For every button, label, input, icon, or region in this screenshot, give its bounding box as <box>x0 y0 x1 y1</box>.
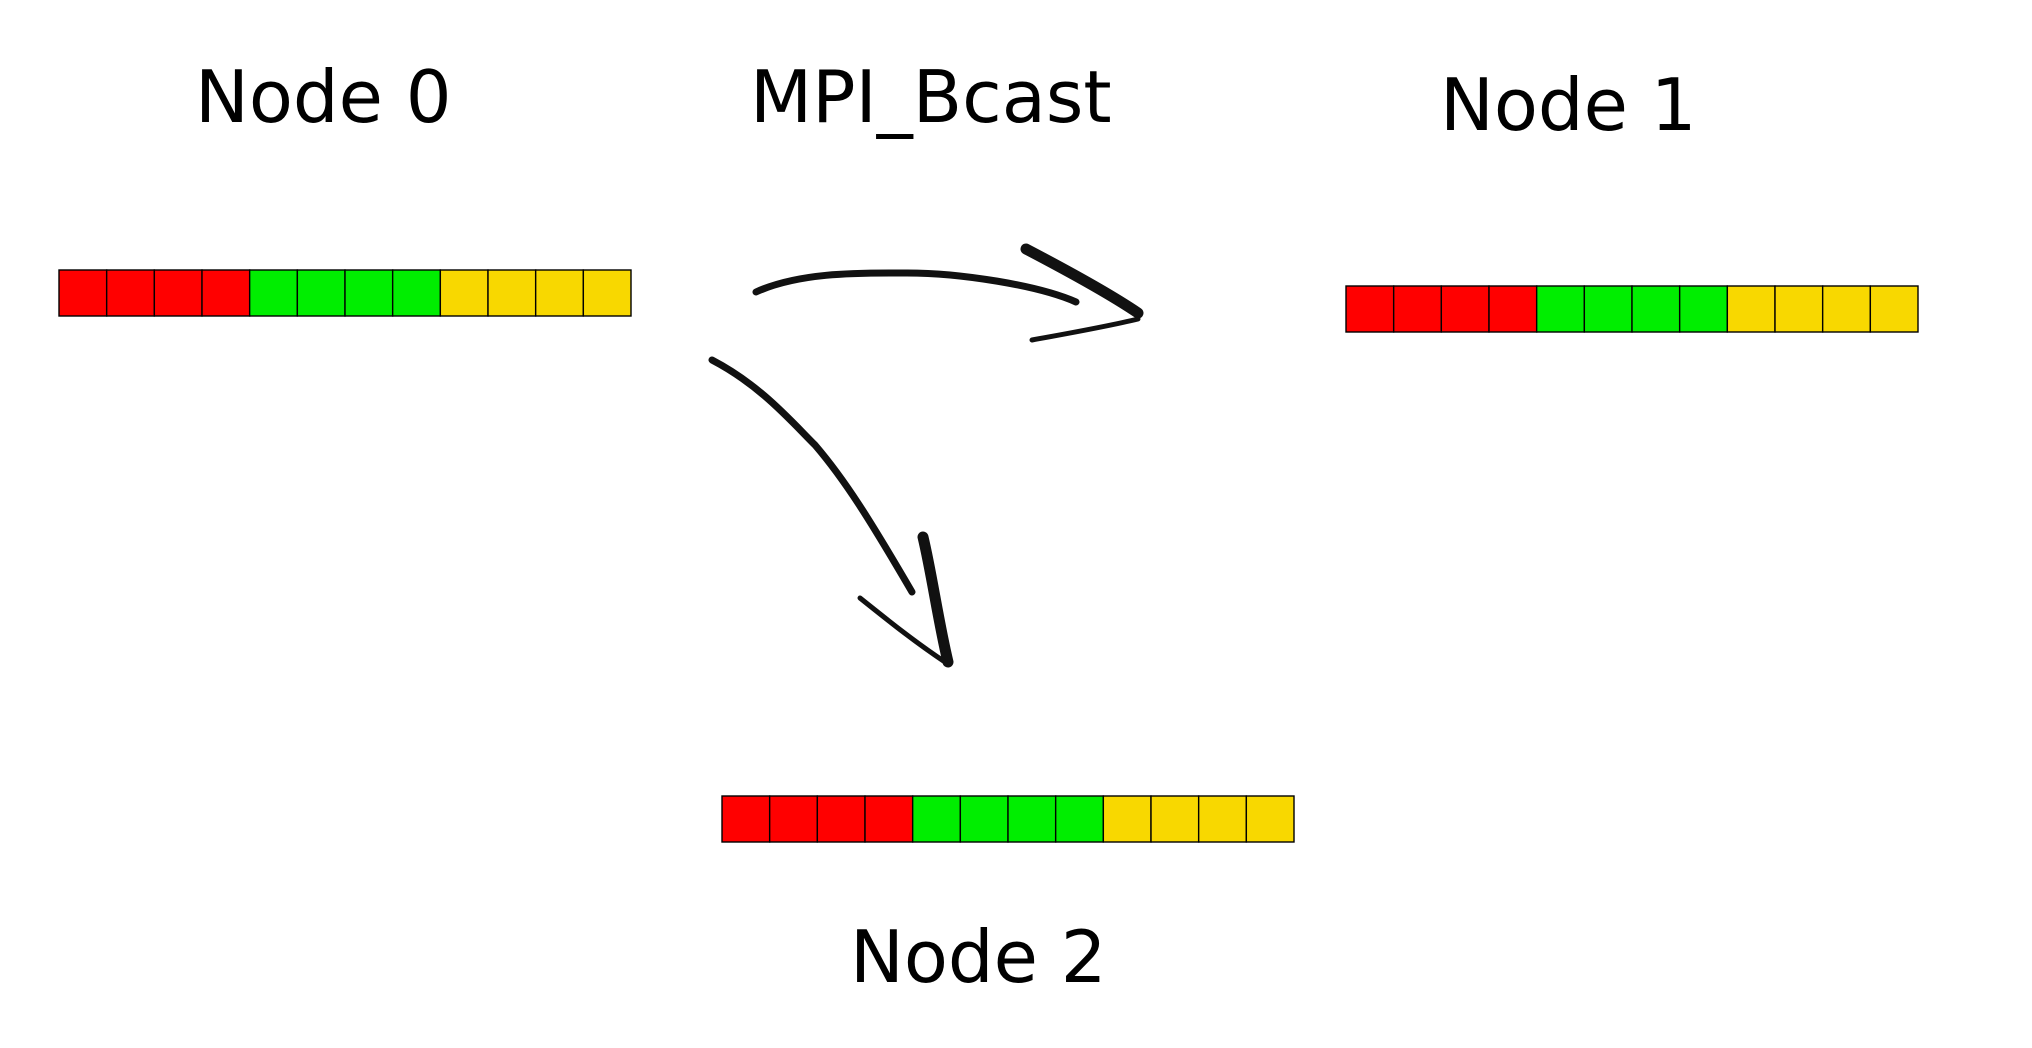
buffer-cell-yellow <box>1869 285 1919 333</box>
buffer-cell-red <box>816 795 866 843</box>
buffer-cell-yellow <box>534 269 585 317</box>
node-0-label: Node 0 <box>195 55 452 139</box>
buffer-cell-green <box>1007 795 1057 843</box>
node-1-buffer <box>1345 285 1919 333</box>
buffer-cell-yellow <box>1150 795 1200 843</box>
arrowhead-right-node2 <box>917 531 954 668</box>
buffer-cell-red <box>153 269 203 317</box>
buffer-cell-yellow <box>1821 285 1872 333</box>
node-2-label: Node 2 <box>850 915 1107 999</box>
arrowhead-lower-node1 <box>1029 316 1141 343</box>
arrowhead-upper-node1 <box>1020 243 1144 319</box>
buffer-cell-red <box>201 269 251 317</box>
node-0-buffer <box>58 269 632 317</box>
buffer-cell-red <box>1345 285 1395 333</box>
buffer-cell-green <box>1678 285 1729 333</box>
diagram-title: MPI_Bcast <box>750 55 1112 139</box>
buffer-cell-yellow <box>1197 795 1248 843</box>
buffer-cell-green <box>248 269 299 317</box>
arrow-shaft-node2 <box>708 356 916 596</box>
buffer-cell-green <box>911 795 962 843</box>
buffer-cell-red <box>105 269 156 317</box>
buffer-cell-red <box>1440 285 1490 333</box>
buffer-cell-yellow <box>1726 285 1776 333</box>
node-1-label: Node 1 <box>1440 63 1697 147</box>
buffer-cell-red <box>768 795 819 843</box>
node-2-buffer <box>721 795 1295 843</box>
buffer-cell-green <box>1631 285 1681 333</box>
buffer-cell-green <box>1583 285 1633 333</box>
buffer-cell-yellow <box>1245 795 1295 843</box>
buffer-cell-yellow <box>439 269 489 317</box>
buffer-cell-green <box>959 795 1009 843</box>
arrow-shaft-node1 <box>752 269 1080 306</box>
buffer-cell-green <box>391 269 442 317</box>
buffer-cell-red <box>1392 285 1443 333</box>
buffer-cell-red <box>864 795 914 843</box>
buffer-cell-red <box>1488 285 1538 333</box>
buffer-cell-red <box>721 795 771 843</box>
buffer-cell-green <box>1054 795 1105 843</box>
arrowhead-left-node2 <box>857 595 948 665</box>
buffer-cell-yellow <box>582 269 632 317</box>
buffer-cell-yellow <box>487 269 537 317</box>
buffer-cell-yellow <box>1774 285 1824 333</box>
buffer-cell-yellow <box>1102 795 1152 843</box>
buffer-cell-green <box>296 269 346 317</box>
buffer-cell-red <box>58 269 108 317</box>
buffer-cell-green <box>1535 285 1586 333</box>
arrow-node0-to-node2 <box>708 356 954 668</box>
arrow-node0-to-node1 <box>752 243 1144 343</box>
buffer-cell-green <box>344 269 394 317</box>
